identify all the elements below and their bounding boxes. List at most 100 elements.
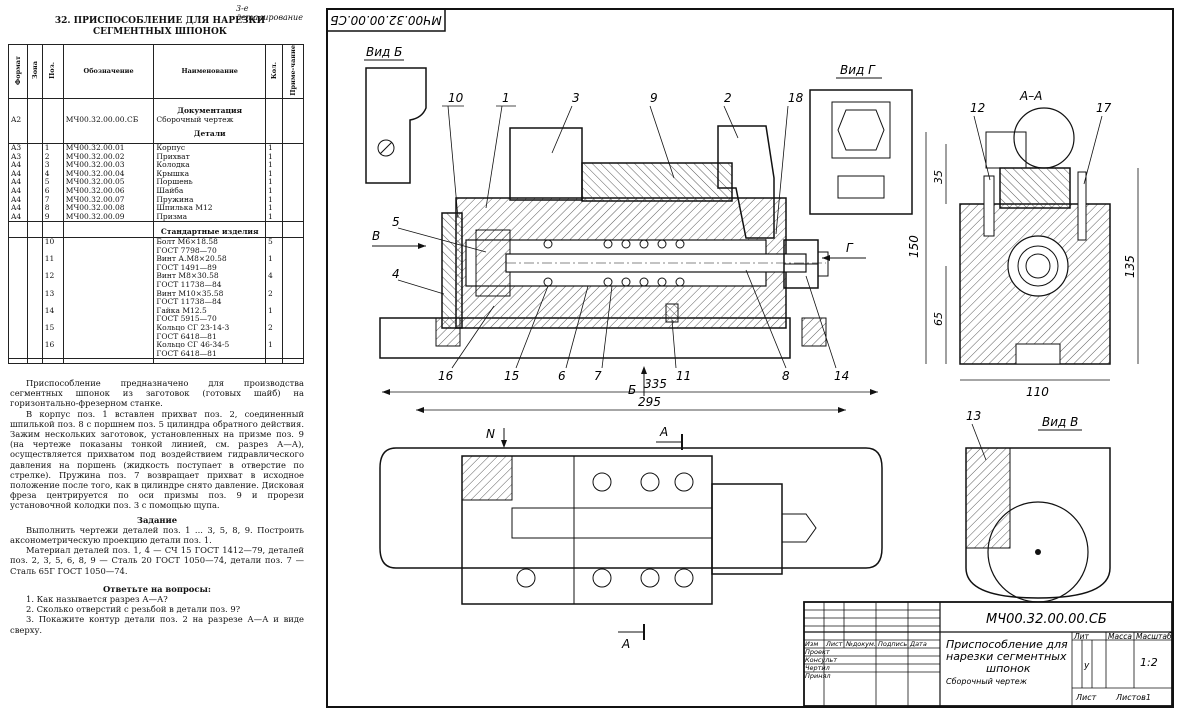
front-section-view <box>379 125 829 359</box>
task-paragraph-1: Выполнить чертежи деталей поз. 1 ... 3, … <box>10 524 304 546</box>
svg-text:Лист: Лист <box>825 640 843 648</box>
svg-text:Проект: Проект <box>805 648 830 656</box>
section-details: Детали <box>153 130 267 140</box>
svg-text:МЧ00.32.00.00.СБ: МЧ00.32.00.00.СБ <box>330 13 442 27</box>
svg-text:150: 150 <box>907 235 921 258</box>
svg-text:10: 10 <box>448 91 464 105</box>
svg-text:у: у <box>1083 661 1090 671</box>
table-row: ГОСТ 6418—81 <box>8 349 305 360</box>
table-row: ГОСТ 11738—84 <box>8 280 305 290</box>
col-format: Формат <box>8 43 28 100</box>
svg-text:15: 15 <box>504 369 519 383</box>
svg-text:А–А: А–А <box>1019 89 1042 103</box>
svg-text:МЧ00.32.00.00.СБ: МЧ00.32.00.00.СБ <box>986 612 1107 627</box>
section-row: Стандартные изделия <box>8 228 305 238</box>
section-row: Детали <box>8 130 305 140</box>
corner-note: 3-е деталирование <box>236 4 303 22</box>
svg-text:9: 9 <box>650 91 658 105</box>
svg-text:Листов1: Листов1 <box>1115 693 1151 702</box>
svg-text:А: А <box>659 425 668 439</box>
col-zone: Зона <box>26 43 43 100</box>
question-2: 2. Сколько отверстий с резьбой в детали … <box>26 604 241 615</box>
svg-text:№докум.: №докум. <box>845 640 876 648</box>
svg-text:65: 65 <box>932 312 945 326</box>
svg-text:12: 12 <box>970 101 985 115</box>
front-annotations: В Г Б <box>372 229 866 397</box>
section-a-a: А–А 12 17 150 35 65 135 110 <box>907 89 1139 399</box>
svg-text:N: N <box>486 427 495 441</box>
svg-text:Г: Г <box>846 241 854 255</box>
specification-table: Формат Зона Поз. Обозначение Наименовани… <box>8 43 305 365</box>
table-row: ГОСТ 7798—70 <box>8 246 305 256</box>
svg-text:6: 6 <box>558 369 566 383</box>
col-name: Наименование <box>153 43 267 100</box>
assembly-drawing: МЧ00.32.00.00.СБ Вид Б <box>326 8 1174 708</box>
left-text-panel: 3-е деталирование 32. ПРИСПОСОБЛЕНИЕ ДЛЯ… <box>0 0 310 714</box>
description: Приспособление предназначено для произво… <box>10 378 304 635</box>
description-paragraph-1: Приспособление предназначено для произво… <box>10 378 304 409</box>
svg-text:Принял: Принял <box>805 672 831 680</box>
section-row: Документация <box>8 107 305 116</box>
section-standard: Стандартные изделия <box>153 228 267 238</box>
svg-text:Приспособление для: Приспособление для <box>946 638 1068 651</box>
view-b: Вид Б <box>364 45 427 184</box>
top-stamp: МЧ00.32.00.00.СБ <box>326 8 446 32</box>
svg-text:В: В <box>372 229 380 243</box>
svg-text:Чертил: Чертил <box>805 664 830 672</box>
svg-text:Масштаб: Масштаб <box>1136 632 1172 641</box>
col-pos: Поз. <box>41 43 64 100</box>
svg-text:Вид В: Вид В <box>1042 415 1078 429</box>
table-row: ГОСТ 11738—84 <box>8 298 305 307</box>
svg-text:295: 295 <box>638 395 661 409</box>
svg-text:335: 335 <box>644 377 667 391</box>
svg-text:16: 16 <box>438 369 454 383</box>
question-1: 1. Как называется разрез А—А? <box>26 594 168 605</box>
table-row: ГОСТ 1491—89 <box>8 263 305 273</box>
col-qty: Кол. <box>265 43 283 100</box>
top-view: N А А <box>379 425 883 651</box>
title-line-1: 32. ПРИСПОСОБЛЕНИЕ ДЛЯ НАРЕЗКИ <box>54 16 266 26</box>
svg-text:Сборочный чертеж: Сборочный чертеж <box>946 677 1028 686</box>
svg-text:Вид Б: Вид Б <box>366 45 402 59</box>
position-labels: 10 1 3 9 2 18 5 4 16 15 6 7 11 8 14 <box>392 91 849 383</box>
svg-text:нарезки сегментных: нарезки сегментных <box>946 650 1067 663</box>
svg-text:14: 14 <box>834 369 849 383</box>
svg-text:18: 18 <box>788 91 804 105</box>
table-row: ГОСТ 5915—70 <box>8 315 305 324</box>
svg-text:2: 2 <box>724 91 732 105</box>
svg-text:Лист: Лист <box>1075 693 1097 702</box>
svg-text:8: 8 <box>782 369 790 383</box>
svg-text:3: 3 <box>572 91 580 105</box>
length-dimensions: 335 295 <box>382 377 878 413</box>
svg-text:7: 7 <box>594 369 602 383</box>
svg-text:А: А <box>621 637 630 651</box>
col-designation: Обозначение <box>62 43 155 100</box>
questions-title: Ответьте на вопросы: <box>103 583 211 594</box>
table-row: A2 МЧ00.32.00.00.СБ Сборочный чертеж <box>8 115 305 125</box>
sheet-frame <box>326 8 1174 708</box>
svg-text:Консульт: Консульт <box>805 656 837 664</box>
svg-text:11: 11 <box>676 369 691 383</box>
svg-text:135: 135 <box>1123 255 1137 278</box>
svg-text:17: 17 <box>1096 101 1112 115</box>
task-paragraph-2: Материал деталей поз. 1, 4 — СЧ 15 ГОСТ … <box>10 545 304 576</box>
svg-text:35: 35 <box>932 170 945 184</box>
view-g: Вид Г <box>809 63 913 215</box>
svg-text:13: 13 <box>966 409 981 423</box>
table-row: ГОСТ 6418—81 <box>8 332 305 342</box>
svg-text:Дата: Дата <box>909 640 927 648</box>
svg-text:Вид Г: Вид Г <box>840 63 876 77</box>
svg-text:5: 5 <box>392 215 400 229</box>
section-documentation: Документация <box>153 107 267 116</box>
